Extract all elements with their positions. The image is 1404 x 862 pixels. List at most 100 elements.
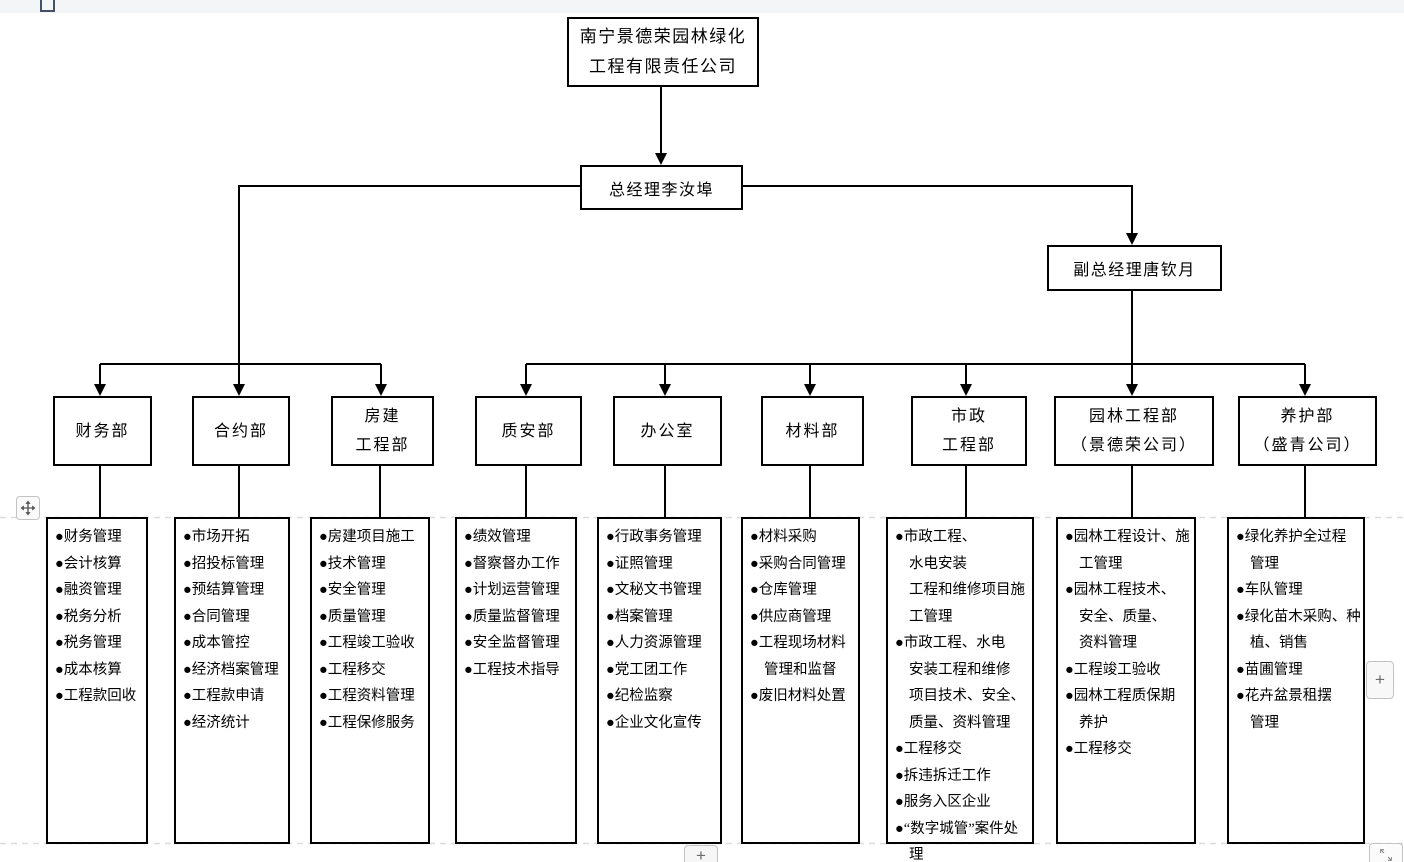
- duty-item: ●质量监督管理: [464, 608, 560, 625]
- department-duties-box[interactable]: ●绿化养护全过程 管理 ●车队管理 ●绿化苗木采购、种 植、销售 ●苗圃管理 ●花卉盆景…: [1227, 517, 1365, 844]
- canvas-resize-button[interactable]: [1369, 843, 1403, 862]
- department-title: 养护部 （盛青公司）: [1253, 408, 1362, 454]
- department-title-box[interactable]: 质安部: [475, 396, 582, 466]
- department-title-box[interactable]: 园林工程部 （景德荣公司）: [1054, 396, 1214, 466]
- duty-item: ●税务分析: [55, 608, 122, 625]
- duty-item: ●招投标管理: [183, 555, 265, 572]
- canvas-move-button[interactable]: [16, 496, 40, 520]
- duty-item: ●会计核算: [55, 555, 122, 572]
- duty-item: ●绿化苗木采购、种 植、销售: [1236, 608, 1361, 652]
- duty-item: ●供应商管理: [750, 608, 832, 625]
- duty-item: ●绩效管理: [464, 529, 531, 545]
- duty-item: ●经济档案管理: [183, 661, 279, 678]
- department-title-box[interactable]: 市政 工程部: [911, 396, 1027, 466]
- duty-item: ●工程资料管理: [319, 688, 415, 704]
- duty-item: ●工程竣工验收: [319, 635, 415, 651]
- department-duties-box[interactable]: ●房建项目施工 ●技术管理 ●安全管理 ●质量管理 ●工程竣工验收 ●工程移交 ●工程资料管…: [310, 517, 430, 844]
- general-manager-box[interactable]: 总经理李汝埠: [580, 165, 743, 210]
- department-title: 材料部: [785, 422, 840, 440]
- duty-item: ●废旧材料处置: [750, 688, 846, 704]
- duty-item: ●成本管控: [183, 635, 250, 651]
- duty-item: ●工程移交: [895, 741, 962, 757]
- duty-item: ●财务管理: [55, 529, 122, 545]
- department-duties-box[interactable]: ●市场开拓 ●招投标管理 ●预结算管理 ●合同管理 ●成本管控 ●经济档案管理 ●工程款申请…: [174, 517, 290, 844]
- duty-item: ●采购合同管理: [750, 555, 846, 572]
- duty-item: ●房建项目施工: [319, 529, 415, 545]
- department-title-box[interactable]: 财务部: [53, 396, 152, 466]
- company-box[interactable]: 南宁景德荣园林绿化 工程有限责任公司: [567, 17, 759, 87]
- department-title: 市政 工程部: [941, 408, 996, 454]
- plus-icon: +: [696, 846, 706, 862]
- duty-item: ●人力资源管理: [606, 635, 702, 651]
- duty-item: ●车队管理: [1236, 582, 1303, 598]
- department-duties-box[interactable]: ●材料采购 ●采购合同管理 ●仓库管理 ●供应商管理 ●工程现场材料 管理和监督 ●废旧材…: [741, 517, 860, 844]
- duty-item: ●市场开拓: [183, 529, 250, 545]
- duty-item: ●材料采购: [750, 529, 817, 545]
- duty-item: ●行政事务管理: [606, 529, 702, 545]
- duty-item: ●合同管理: [183, 608, 250, 625]
- duty-item: ●档案管理: [606, 608, 673, 625]
- department-title-box[interactable]: 养护部 （盛青公司）: [1238, 396, 1377, 466]
- duty-item: ●工程保修服务: [319, 714, 415, 731]
- department-duties-box[interactable]: ●财务管理 ●会计核算 ●融资管理 ●税务分析 ●税务管理 ●成本核算 ●工程款回收: [46, 517, 148, 844]
- duty-item: ●安全监督管理: [464, 635, 560, 651]
- duty-item: ●园林工程设计、施 工管理: [1065, 529, 1190, 572]
- duty-item: ●技术管理: [319, 555, 386, 572]
- arrowheads: [94, 153, 1311, 396]
- duty-item: ●税务管理: [55, 635, 122, 651]
- department-title-box[interactable]: 合约部: [192, 396, 290, 466]
- department-title: 园林工程部 （景德荣公司）: [1070, 408, 1197, 454]
- duty-item: ●融资管理: [55, 582, 122, 598]
- duty-item: ●工程移交: [319, 661, 386, 678]
- duty-item: ●市政工程、水电安装 工程和维修项目施 工管理: [895, 529, 1025, 625]
- department-duties-box[interactable]: ●行政事务管理●证照管理●文秘文书管理●档案管理●人力资源管理●党工团工作●纪检…: [597, 517, 722, 844]
- duty-item: ●预结算管理: [183, 582, 265, 598]
- department-title: 办公室: [640, 422, 695, 440]
- department-title-box[interactable]: 材料部: [761, 396, 864, 466]
- selection-square[interactable]: [40, 0, 55, 12]
- general-manager-label: 总经理李汝埠: [608, 181, 714, 199]
- duty-item: ●园林工程技术、 安全、质量、 资料管理: [1065, 582, 1176, 651]
- duty-item: ●纪检监察: [606, 688, 673, 704]
- duty-item: ●绿化养护全过程 管理: [1236, 529, 1347, 572]
- duty-item: ●证照管理: [606, 555, 673, 572]
- duty-item: ●计划运营管理: [464, 582, 560, 598]
- department-title-box[interactable]: 办公室: [613, 396, 722, 466]
- department-duties-box[interactable]: ●绩效管理●督察督办工作●计划运营管理●质量监督管理●安全监督管理●工程技术指导: [455, 517, 577, 844]
- department-title: 财务部: [75, 422, 130, 440]
- deputy-manager-label: 副总经理唐钦月: [1073, 262, 1196, 279]
- duty-item: ●花卉盆景租摆 管理: [1236, 688, 1332, 731]
- duty-item: ●工程竣工验收: [1065, 661, 1161, 678]
- duty-item: ●服务入区企业: [895, 794, 991, 810]
- department-duties-box[interactable]: ●市政工程、水电安装 工程和维修项目施 工管理 ●市政工程、水电 安装工程和维修 …: [886, 517, 1034, 862]
- duty-item: ●督察督办工作: [464, 555, 560, 572]
- department-title: 合约部: [213, 422, 268, 440]
- duty-item: ●拆违拆迁工作: [895, 767, 991, 784]
- duty-item: ●经济统计: [183, 714, 250, 731]
- duty-item: ●市政工程、水电 安装工程和维修 项目技术、安全、 质量、资料管理: [895, 635, 1025, 731]
- resize-diagonal-icon: [1380, 849, 1392, 861]
- duty-item: ●企业文化宣传: [606, 714, 702, 731]
- department-title-box[interactable]: 房建 工程部: [331, 396, 434, 466]
- duty-item: ●苗圃管理: [1236, 661, 1303, 678]
- duty-item: ●文秘文书管理: [606, 582, 702, 598]
- duty-item: ●仓库管理: [750, 582, 817, 598]
- deputy-manager-box[interactable]: 副总经理唐钦月: [1047, 245, 1222, 291]
- duty-item: ●安全管理: [319, 582, 386, 598]
- duty-item: ●“数字城管”案件处 理: [895, 820, 1019, 862]
- duty-item: ●成本核算: [55, 661, 122, 678]
- department-duties-box[interactable]: ●园林工程设计、施 工管理 ●园林工程技术、 安全、质量、 资料管理 ●工程竣工验收…: [1056, 517, 1196, 844]
- department-title: 房建 工程部: [355, 408, 410, 454]
- add-right-button[interactable]: +: [1366, 661, 1394, 699]
- duty-item: ●质量管理: [319, 608, 386, 625]
- add-below-button[interactable]: +: [684, 845, 718, 862]
- plus-icon: +: [1375, 670, 1385, 689]
- duty-item: ●园林工程质保期 养护: [1065, 688, 1176, 731]
- duty-item: ●工程移交: [1065, 741, 1132, 757]
- duty-item: ●工程款申请: [183, 688, 265, 704]
- department-title: 质安部: [501, 422, 556, 440]
- top-strip: [0, 0, 1404, 13]
- duty-item: ●工程现场材料 管理和监督: [750, 635, 846, 678]
- duty-item: ●工程款回收: [55, 688, 137, 704]
